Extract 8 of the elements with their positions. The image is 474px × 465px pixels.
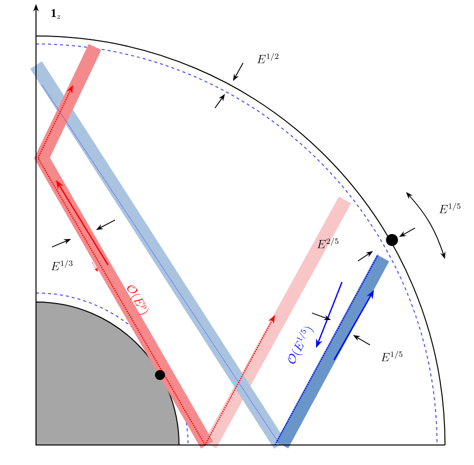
axis-label: $\mathbf{1}_z$: [52, 9, 61, 19]
width-label: $\mathcal{O}(E^{1/5})$: [288, 326, 314, 364]
width-label: $E^{1/5}$: [381, 350, 402, 362]
width-label: $E^{1/5}$: [439, 202, 460, 214]
width-label: $E^{1/3}$: [51, 260, 72, 270]
width-label: $E^{1/2}$: [257, 52, 278, 64]
width-label: $\mathcal{O}(E^{p})$: [127, 286, 149, 315]
width-label: $E^{2/5}$: [317, 238, 338, 248]
